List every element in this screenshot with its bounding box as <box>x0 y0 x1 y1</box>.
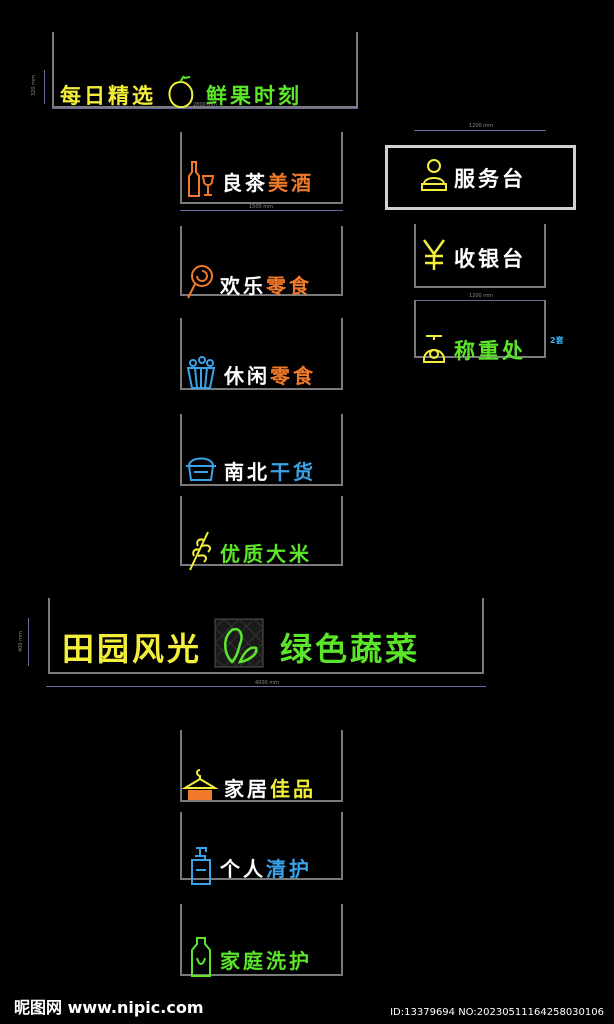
sign-happy-snacks: 欢乐 零食 <box>186 264 312 305</box>
frame-leisure-snacks <box>180 318 343 390</box>
width-dimension-line <box>414 300 546 301</box>
quantity-note: 2套 <box>550 336 564 345</box>
rice-pot-icon <box>184 452 218 489</box>
frame-rice <box>180 496 343 566</box>
wheat-icon <box>186 528 214 577</box>
sign-text-secondary: 美酒 <box>268 171 314 195</box>
frame-happy-snacks <box>180 226 343 296</box>
sign-home-care: 家庭洗护 <box>188 936 312 983</box>
frame-tea-wine <box>180 132 343 204</box>
frame-fresh-fruit <box>52 32 358 108</box>
hanger-icon <box>181 768 219 807</box>
width-dimension-line <box>46 686 486 687</box>
width-dimension-line <box>180 210 343 211</box>
frame-cashier <box>414 224 546 288</box>
sign-text-secondary: 干货 <box>270 460 316 484</box>
bokchoy-icon <box>214 618 264 676</box>
frame-vegetables <box>48 598 484 674</box>
sign-text-secondary: 零食 <box>270 364 316 388</box>
height-dimension-line <box>28 618 29 666</box>
sign-service-desk: 服务台 <box>420 158 526 197</box>
sign-leisure-snacks: 休闲 零食 <box>184 354 316 395</box>
sign-tea-wine: 良茶 美酒 <box>186 160 314 203</box>
sign-text-secondary: 绿色蔬菜 <box>280 630 421 668</box>
sign-text-secondary: 清护 <box>266 857 312 881</box>
sign-text-primary: 服务台 <box>454 166 526 191</box>
sign-text-primary: 收银台 <box>454 246 526 271</box>
sign-text-secondary: 零食 <box>266 274 312 298</box>
width-dimension-line <box>414 130 546 131</box>
width-dimension-label: 2800 mm <box>192 102 218 108</box>
width-dimension-label: 1200 mm <box>468 293 494 299</box>
height-dimension-label: 320 mm <box>31 75 37 96</box>
lollipop-icon <box>186 264 214 305</box>
watermark-logo: 昵图网 www.nipic.com <box>14 998 204 1017</box>
sign-fresh-fruit: 每日精选 鲜果时刻 <box>60 74 302 115</box>
sign-text-primary: 休闲 <box>224 364 270 388</box>
frame-dry-goods <box>180 414 343 486</box>
detergent-bottle-icon <box>188 936 214 983</box>
width-dimension-label: 1200 mm <box>468 123 494 129</box>
sign-vegetables: 田园风光 绿色蔬菜 <box>62 618 420 676</box>
sign-text-primary: 家庭洗护 <box>220 949 312 973</box>
sign-text-primary: 田园风光 <box>62 630 203 668</box>
sign-weighing: 称重处 <box>420 330 526 369</box>
sign-text-primary: 家居 <box>224 777 270 801</box>
sign-text-primary: 优质大米 <box>220 542 312 566</box>
pump-bottle-icon <box>188 844 214 891</box>
scale-icon <box>420 330 448 369</box>
sign-text-primary: 南北 <box>224 460 270 484</box>
width-dimension-line <box>52 108 358 109</box>
height-dimension-line <box>44 70 45 104</box>
sign-personal-care: 个人 清护 <box>188 844 312 891</box>
yuan-icon <box>420 238 448 277</box>
frame-personal-care <box>180 812 343 880</box>
mango-icon <box>164 74 198 115</box>
sign-text-secondary: 佳品 <box>270 777 316 801</box>
sign-text-primary: 良茶 <box>222 171 268 195</box>
width-dimension-label: 1500 mm <box>248 204 274 210</box>
sign-text-primary: 每日精选 <box>60 83 156 108</box>
width-dimension-label: 4000 mm <box>254 680 280 686</box>
sign-cashier: 收银台 <box>420 238 526 277</box>
sign-home-goods: 家居 佳品 <box>181 768 316 807</box>
wine-bottle-icon <box>186 160 216 203</box>
frame-home-care <box>180 904 343 976</box>
person-desk-icon <box>420 158 448 197</box>
sign-text-primary: 个人 <box>220 857 266 881</box>
sign-dry-goods: 南北 干货 <box>184 452 316 489</box>
frame-service-desk <box>385 145 576 210</box>
sign-text-primary: 欢乐 <box>220 274 266 298</box>
image-id: ID:13379694 NO:20230511164258030106 <box>390 1007 604 1018</box>
frame-home-goods <box>180 730 343 802</box>
sign-rice: 优质大米 <box>186 528 312 577</box>
sign-text-secondary: 鲜果时刻 <box>206 83 302 108</box>
sign-text-primary: 称重处 <box>454 338 526 363</box>
popcorn-icon <box>184 354 218 395</box>
height-dimension-label: 400 mm <box>18 631 24 652</box>
frame-weighing <box>414 300 546 358</box>
